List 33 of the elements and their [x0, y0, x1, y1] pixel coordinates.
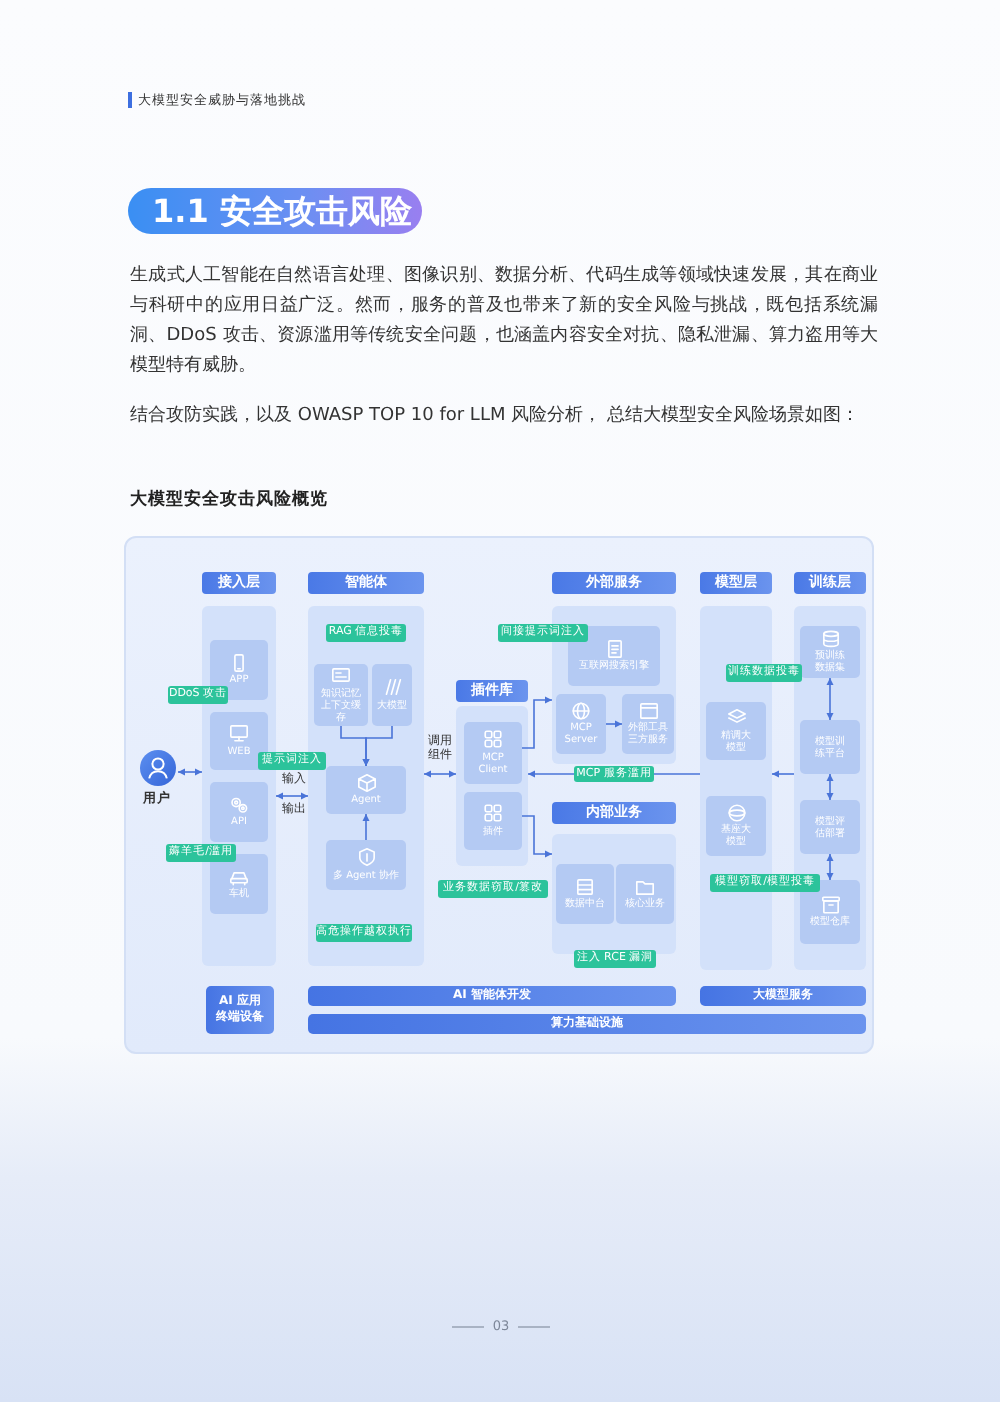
arrow	[362, 813, 370, 841]
component-box	[210, 854, 268, 914]
arrow	[275, 792, 309, 800]
component-box	[706, 796, 766, 856]
figure-title: 大模型安全攻击风险概览	[130, 488, 328, 512]
arrow	[771, 770, 795, 778]
arrow	[362, 725, 393, 767]
arrow	[423, 770, 457, 778]
component-box	[556, 694, 606, 754]
component-box	[326, 840, 406, 890]
arrow	[177, 768, 203, 776]
component-box	[800, 720, 860, 774]
arrow	[826, 773, 834, 801]
component-box	[800, 626, 860, 678]
component-box	[464, 722, 522, 784]
body-paragraph: 生成式人工智能在自然语言处理、图像识别、数据分析、代码生成等领域快速发展，其在商业与科研中的应用日益广泛。然而，服务的普及也带来了新的安全风险与挑战，既包括系统漏洞、DDoS 攻击、资源滥用等传统安全问题，也涵盖内容安全对抗、隐私泄漏、算力盗用等大模型特有威胁。	[130, 263, 878, 379]
component-box	[372, 664, 412, 726]
arrow	[826, 853, 834, 881]
arrow	[521, 815, 553, 858]
arrow	[826, 677, 834, 721]
component-box	[556, 864, 614, 924]
arrow	[521, 696, 553, 749]
component-box	[314, 664, 368, 726]
component-box	[800, 800, 860, 854]
component-box	[622, 694, 674, 754]
component-box	[326, 766, 406, 814]
component-box	[616, 864, 674, 924]
arrow	[605, 720, 623, 728]
component-box	[706, 702, 766, 760]
title-badge: 1.1 安全攻击风险	[128, 188, 422, 234]
component-box	[210, 782, 268, 842]
body-paragraph: 结合攻防实践，以及 OWASP TOP 10 for LLM 风险分析， 总结大模型安全风险场景如图：	[130, 403, 861, 429]
component-box	[464, 792, 522, 850]
